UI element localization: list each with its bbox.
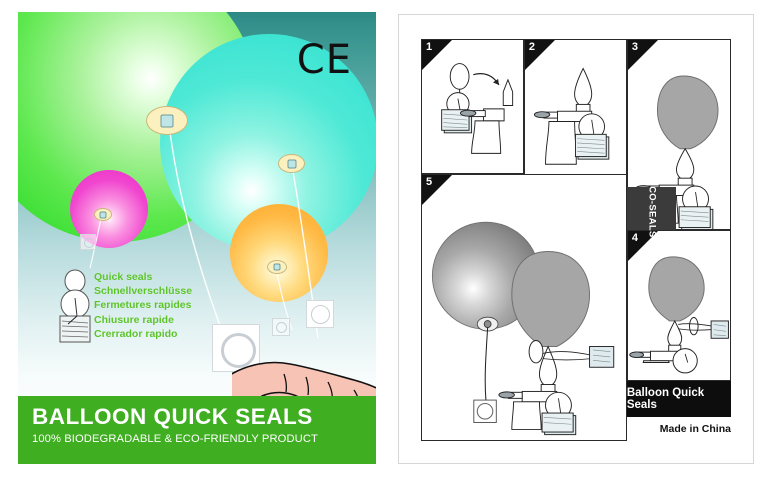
legend-item-de: Schnellverschlüsse <box>94 285 193 298</box>
product-subtitle: 100% BIODEGRADABLE & ECO-FRIENDLY PRODUC… <box>32 433 318 445</box>
instruction-step-4: 4 <box>626 229 731 381</box>
seal-patch-orange <box>267 260 287 274</box>
footer-brand-label: Balloon Quick Seals <box>626 386 705 411</box>
instruction-step-1: 1 <box>421 39 524 174</box>
instruction-step-2: 2 <box>523 39 627 187</box>
eco-seals-tab: ECO-SEALS <box>626 179 677 237</box>
orange-balloon <box>230 204 328 302</box>
seal-patch-teal <box>278 154 305 173</box>
origin-label: Made in China <box>627 417 731 441</box>
seal-patch-green <box>146 106 188 135</box>
seal-sticker-large <box>212 324 260 372</box>
step-number-badge-5: 5 <box>422 174 452 205</box>
instruction-step-5: 5 <box>421 173 627 441</box>
product-banner: BALLOON QUICK SEALS 100% BIODEGRADABLE &… <box>18 396 376 464</box>
instructions-panel: 1 <box>398 14 754 464</box>
quick-seal-icon <box>59 269 91 343</box>
step-number-badge-4: 4 <box>627 230 658 261</box>
eco-seals-label: ECO-SEALS <box>646 179 658 238</box>
left-artwork-panel: CE Quick seals <box>18 12 376 464</box>
seal-sticker-medium <box>306 300 334 328</box>
ce-mark: CE <box>296 37 352 83</box>
seal-sticker-small-1 <box>80 234 96 250</box>
seal-sticker-small-2 <box>272 318 290 336</box>
seal-patch-magenta <box>94 208 112 221</box>
footer-brand-bar: Balloon Quick Seals <box>626 380 731 417</box>
legend-item-es: Crerrador rapido <box>94 327 178 340</box>
legend-item-en: Quick seals <box>94 271 153 283</box>
legend-item-fr: Fermetures rapides <box>94 299 192 312</box>
legend-item-it: Chiusure rapide <box>94 313 174 326</box>
multilingual-legend: Quick seals Schnellverschlüsse Fermeture… <box>94 270 192 341</box>
origin-text: Made in China <box>659 422 731 435</box>
step-number-badge-2: 2 <box>524 40 555 70</box>
product-title: BALLOON QUICK SEALS <box>32 404 313 429</box>
step-number-badge-3: 3 <box>627 40 658 70</box>
instruction-grid: 1 <box>421 39 731 441</box>
step-number-badge-1: 1 <box>422 40 452 70</box>
